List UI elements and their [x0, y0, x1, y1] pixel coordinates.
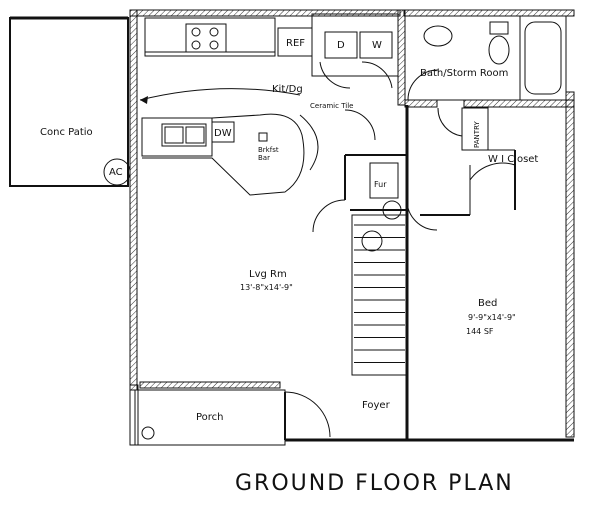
dryer — [324, 31, 358, 59]
bed-label: Bed — [478, 298, 497, 309]
living-label: Lvg Rm — [249, 269, 287, 280]
water-heater — [382, 200, 402, 220]
sink-basin — [423, 25, 453, 47]
ac-label: AC — [109, 167, 123, 178]
bathroom — [404, 15, 567, 101]
kitchen-counters — [139, 17, 319, 196]
bar-stool — [258, 132, 268, 142]
porch-label: Porch — [196, 412, 224, 423]
sink-icon — [161, 123, 207, 147]
dishwasher — [211, 121, 235, 143]
bed-dim: 9'-9"x14'-9" — [468, 313, 516, 322]
bath-label: Bath/Storm Room — [420, 68, 508, 79]
washer — [359, 31, 393, 59]
dryer-label: D — [337, 40, 345, 51]
breakfast-bar — [142, 113, 305, 196]
pantry-closet — [437, 107, 516, 215]
ref-label: REF — [286, 38, 305, 49]
living-dim: 13'-8"x14'-9" — [240, 283, 293, 292]
bathtub — [519, 15, 567, 101]
dishwasher-label: DW — [214, 128, 232, 139]
toilet — [488, 35, 510, 65]
furnace — [361, 162, 402, 252]
stove-icon — [185, 23, 227, 53]
foyer-label: Foyer — [362, 400, 391, 411]
bed-area: 144 SF — [466, 327, 494, 336]
pantry-label: PANTRY — [473, 121, 481, 148]
stairs — [351, 214, 408, 376]
kitchen-label: Kit/Dg — [272, 84, 303, 95]
ceramic-label: Ceramic Tile — [310, 102, 353, 110]
kitchen-arc — [139, 88, 301, 101]
closet-label: W I Closet — [488, 154, 538, 165]
bar-label-1: Brkfst — [258, 146, 279, 154]
furnace-label: Fur — [374, 180, 387, 189]
patio-label: Conc Patio — [40, 127, 93, 138]
washer-label: W — [372, 40, 382, 51]
plan-title: GROUND FLOOR PLAN — [235, 471, 514, 496]
bar-label-2: Bar — [258, 154, 270, 162]
laundry — [311, 13, 399, 89]
porch — [134, 389, 286, 446]
kitchen-arc-right — [299, 114, 319, 171]
patio — [9, 16, 131, 187]
